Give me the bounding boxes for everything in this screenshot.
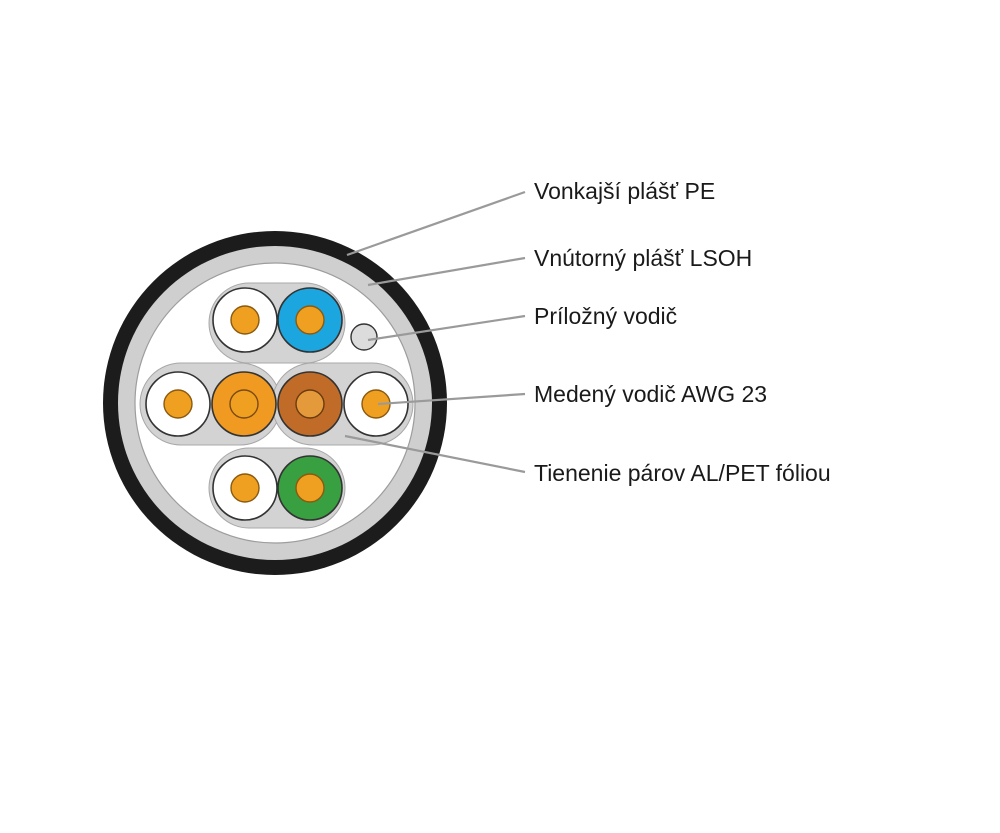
pair-white-green (212, 455, 343, 521)
pair-brown-white (277, 371, 409, 437)
leader-line-drain-wire (367, 314, 526, 342)
label-outer-jacket: Vonkajší plášť PE (534, 178, 715, 204)
copper-conductor (229, 389, 259, 419)
copper-conductor (295, 389, 325, 419)
leader-line-outer-jacket (346, 190, 526, 257)
copper-conductor (295, 305, 325, 335)
pair-white-orange (145, 371, 277, 437)
leader-line-copper-conductor (377, 392, 526, 406)
leader-line-inner-jacket (367, 256, 526, 287)
label-inner-jacket: Vnútorný plášť LSOH (534, 245, 752, 271)
copper-conductor (295, 473, 325, 503)
label-drain-wire: Príložný vodič (534, 303, 677, 329)
copper-conductor (163, 389, 193, 419)
label-pair-shield: Tienenie párov AL/PET fóliou (534, 460, 831, 486)
label-copper-conductor: Medený vodič AWG 23 (534, 381, 767, 407)
copper-conductor (230, 473, 260, 503)
drain-wire (350, 323, 378, 351)
copper-conductor (230, 305, 260, 335)
leader-line-pair-shield (344, 434, 526, 474)
pair-white-blue (212, 287, 343, 353)
